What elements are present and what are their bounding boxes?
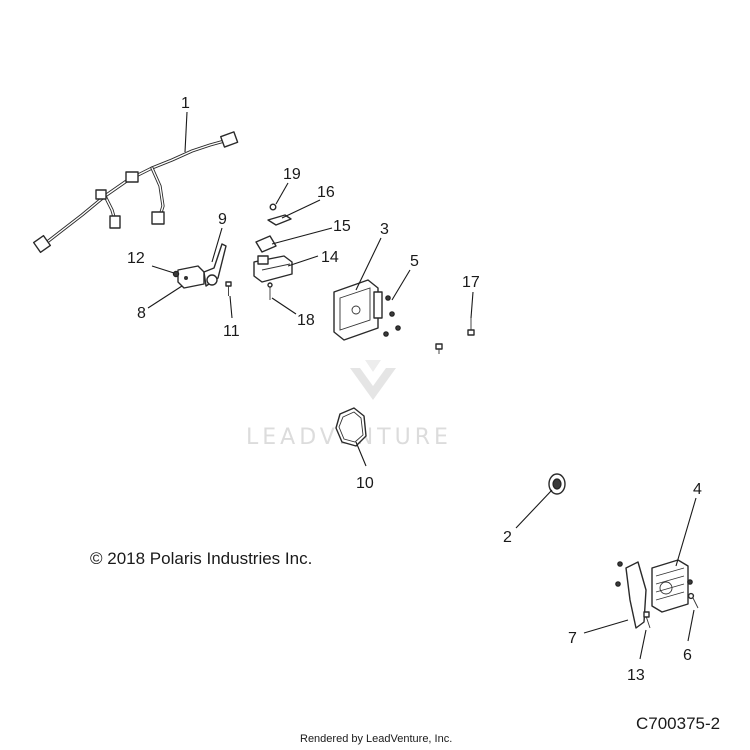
leader-2 bbox=[515, 489, 553, 529]
callout-16: 16 bbox=[317, 184, 335, 201]
leader-18 bbox=[271, 297, 297, 315]
callout-15: 15 bbox=[333, 218, 351, 235]
callout-labels: 1 2 3 4 5 6 7 8 9 10 11 12 13 14 15 16 1… bbox=[127, 95, 702, 684]
callout-18: 18 bbox=[297, 312, 315, 329]
gasket-10 bbox=[335, 407, 367, 447]
leader-11 bbox=[229, 295, 233, 319]
wiring-harness bbox=[32, 131, 239, 254]
leader-lines bbox=[147, 111, 697, 660]
callout-9: 9 bbox=[218, 211, 227, 228]
screw-12 bbox=[172, 270, 180, 278]
callout-2: 2 bbox=[503, 529, 512, 546]
callout-6: 6 bbox=[683, 647, 692, 664]
diagram-code: C700375-2 bbox=[636, 714, 721, 733]
bolt-6 bbox=[687, 592, 699, 609]
leader-14 bbox=[287, 255, 319, 267]
grommet-2 bbox=[548, 473, 566, 495]
leader-9 bbox=[211, 227, 223, 263]
copyright-notice: © 2018 Polaris Industries Inc. bbox=[90, 549, 313, 568]
screw-5b bbox=[389, 311, 395, 317]
regulator-4 bbox=[651, 559, 689, 613]
bolt-11 bbox=[225, 281, 232, 296]
leader-19 bbox=[275, 182, 289, 205]
leader-6 bbox=[687, 609, 695, 642]
leader-3 bbox=[355, 237, 382, 291]
clip-16 bbox=[267, 214, 292, 226]
cover-15 bbox=[255, 235, 277, 253]
leader-16 bbox=[281, 199, 321, 219]
leader-8 bbox=[147, 285, 183, 309]
callout-11: 11 bbox=[223, 323, 240, 340]
callout-7: 7 bbox=[568, 630, 577, 647]
callout-13: 13 bbox=[627, 667, 645, 684]
screw-5d bbox=[395, 325, 401, 331]
callout-5: 5 bbox=[410, 253, 419, 270]
leader-1 bbox=[184, 111, 188, 153]
sensor-bracket bbox=[177, 243, 227, 289]
pin-18 bbox=[267, 282, 273, 300]
callout-10: 10 bbox=[356, 475, 374, 492]
screw-near-4b bbox=[615, 581, 621, 587]
rendered-by-credit: Rendered by LeadVenture, Inc. bbox=[300, 733, 453, 745]
module-14 bbox=[253, 255, 293, 283]
callout-4: 4 bbox=[693, 481, 702, 498]
leader-15 bbox=[271, 227, 333, 245]
callout-3: 3 bbox=[380, 221, 389, 238]
screw-5c bbox=[383, 331, 389, 337]
screw-near-4c bbox=[687, 579, 693, 585]
leader-10 bbox=[355, 441, 367, 467]
screw-5a bbox=[385, 295, 391, 301]
callout-8: 8 bbox=[137, 305, 146, 322]
screw-near-4a bbox=[617, 561, 623, 567]
callout-1: 1 bbox=[181, 95, 190, 112]
ecu-module bbox=[333, 279, 383, 341]
callout-17: 17 bbox=[462, 274, 480, 291]
nut-19 bbox=[269, 203, 277, 211]
callout-12: 12 bbox=[127, 250, 145, 267]
bracket-7 bbox=[625, 561, 647, 629]
bolt-13 bbox=[643, 611, 651, 629]
leader-7 bbox=[583, 619, 629, 634]
leader-13 bbox=[639, 629, 647, 660]
callout-19: 19 bbox=[283, 166, 301, 183]
leader-17 bbox=[470, 291, 474, 319]
callout-14: 14 bbox=[321, 249, 339, 266]
bolt-loose bbox=[435, 343, 443, 354]
leader-4 bbox=[675, 497, 697, 567]
leader-5 bbox=[391, 269, 411, 301]
leader-12 bbox=[151, 265, 175, 274]
watermark-logo bbox=[350, 360, 396, 400]
bolt-17 bbox=[467, 318, 475, 336]
